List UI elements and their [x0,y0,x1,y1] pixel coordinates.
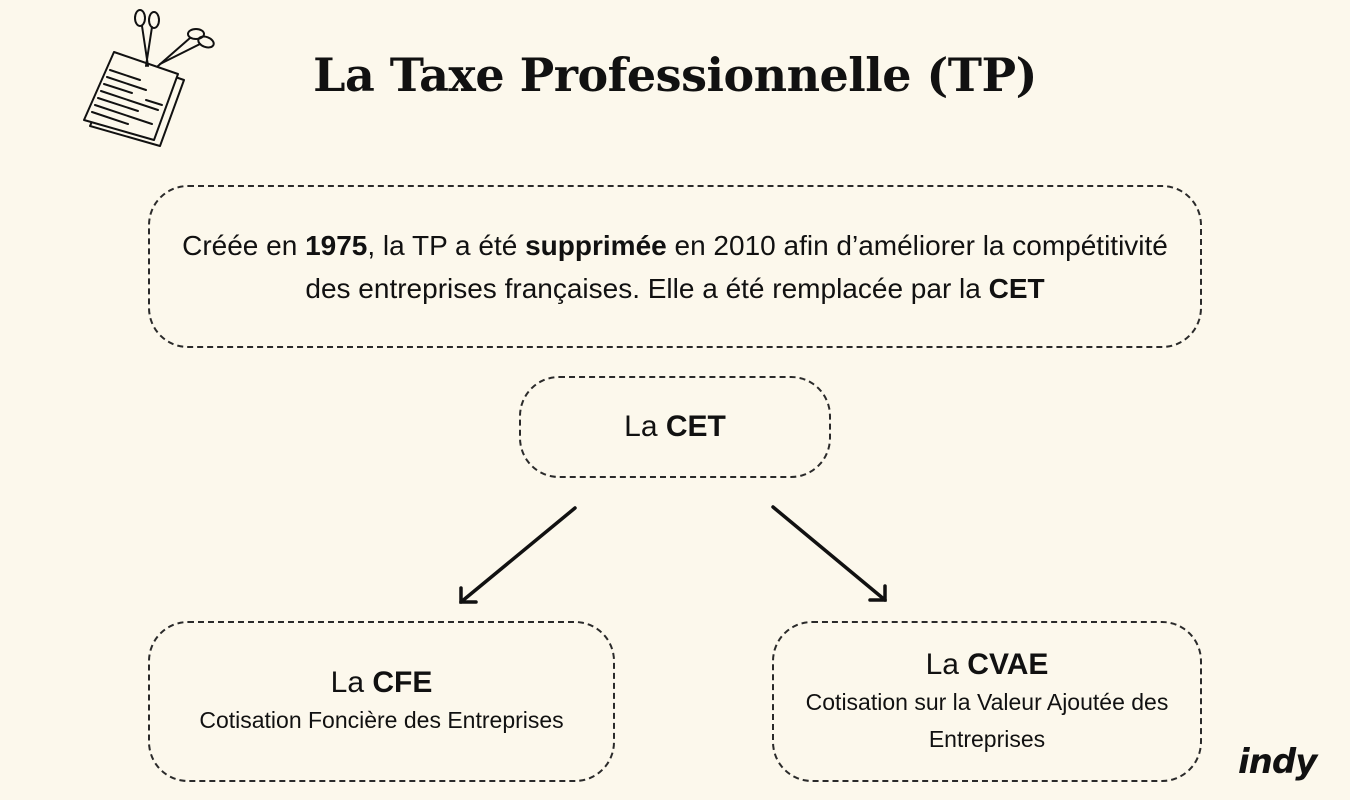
intro-text-3: en 2010 afin d’améliorer la compétitivit… [305,229,1168,304]
cvae-fullname: Cotisation sur la Valeur Ajoutée des Ent… [805,688,1169,752]
cfe-name: CFE [372,666,433,699]
intro-bold-supprimee: supprimée [525,229,667,261]
cet-title: La CET [624,408,726,446]
cvae-title: La CVAE [926,646,1049,684]
intro-bold-year: 1975 [305,229,368,261]
cet-prefix: La [624,410,666,443]
indy-logo: indy [1238,742,1317,782]
intro-bold-cet: CET [988,272,1045,304]
arrow-right [771,505,887,602]
intro-text-2: , la TP a été [367,229,526,261]
cet-box: La CET [519,376,831,478]
intro-box: Créée en 1975, la TP a été supprimée en … [148,185,1202,348]
cet-name: CET [665,410,726,443]
cfe-prefix: La [330,666,373,699]
intro-text: Créée en 1975, la TP a été supprimée en … [170,224,1180,310]
cfe-fullname: Cotisation Foncière des Entreprises [199,707,564,733]
cvae-prefix: La [925,647,968,681]
cfe-box: La CFE Cotisation Foncière des Entrepris… [148,621,615,782]
cfe-title: La CFE [331,664,433,702]
arrow-left [459,506,577,604]
intro-text-1: Créée en [182,229,306,261]
cvae-box: La CVAE Cotisation sur la Valeur Ajoutée… [772,621,1202,782]
page-title: La Taxe Professionnelle (TP) [313,48,1037,102]
cvae-name: CVAE [967,647,1049,681]
documents-scissors-icon [83,9,215,147]
